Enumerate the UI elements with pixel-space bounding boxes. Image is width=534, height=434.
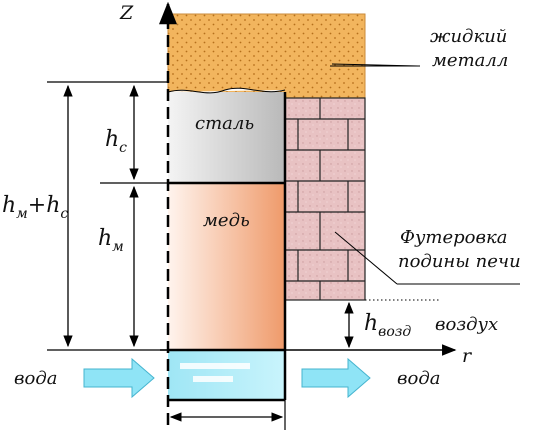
z-axis-label: Z: [119, 2, 134, 24]
r-axis-label: r: [462, 345, 473, 367]
h-total-sub2: c: [60, 206, 68, 222]
h-air-label: hвозд: [364, 311, 411, 340]
h-c-label: hc: [105, 127, 127, 156]
liquid-metal-line2: металл: [432, 50, 508, 71]
water-outlet-label: вода: [397, 368, 440, 389]
metal-leader-line: [331, 63, 419, 67]
water-inlet-arrow: [83, 357, 155, 399]
h-air-base: h: [364, 311, 378, 336]
h-m-label: hм: [98, 226, 124, 255]
liquid-metal-line1: жидкий: [430, 26, 507, 47]
lining-line2: подины печи: [398, 251, 521, 272]
h-c-sub: c: [119, 140, 127, 156]
lining-label: Футеровка подины печи: [398, 227, 521, 272]
h-total-base1: h: [2, 193, 16, 218]
steel-section: [168, 92, 285, 183]
h-m-base: h: [98, 226, 112, 251]
h-total-label: hм+hc: [2, 193, 68, 222]
copper-section: [168, 183, 285, 350]
h-air-sub: возд: [378, 324, 411, 340]
air-label: воздух: [435, 314, 498, 335]
lining-line1: Футеровка: [400, 227, 507, 248]
h-total-sub1: м: [16, 206, 28, 222]
water-inlet-label: вода: [14, 368, 57, 389]
h-c-base: h: [105, 127, 119, 152]
water-channel: [168, 350, 285, 400]
furnace-lining: [284, 97, 366, 301]
lining-leader-line: [334, 231, 398, 285]
h-m-sub: м: [112, 239, 124, 255]
h-total-base2: h: [46, 193, 60, 218]
steel-label: сталь: [195, 113, 254, 134]
liquid-metal-label: жидкий металл: [430, 26, 513, 71]
copper-label: медь: [203, 210, 250, 231]
water-outlet-arrow: [301, 357, 371, 399]
h-total-plus: +: [28, 193, 46, 218]
